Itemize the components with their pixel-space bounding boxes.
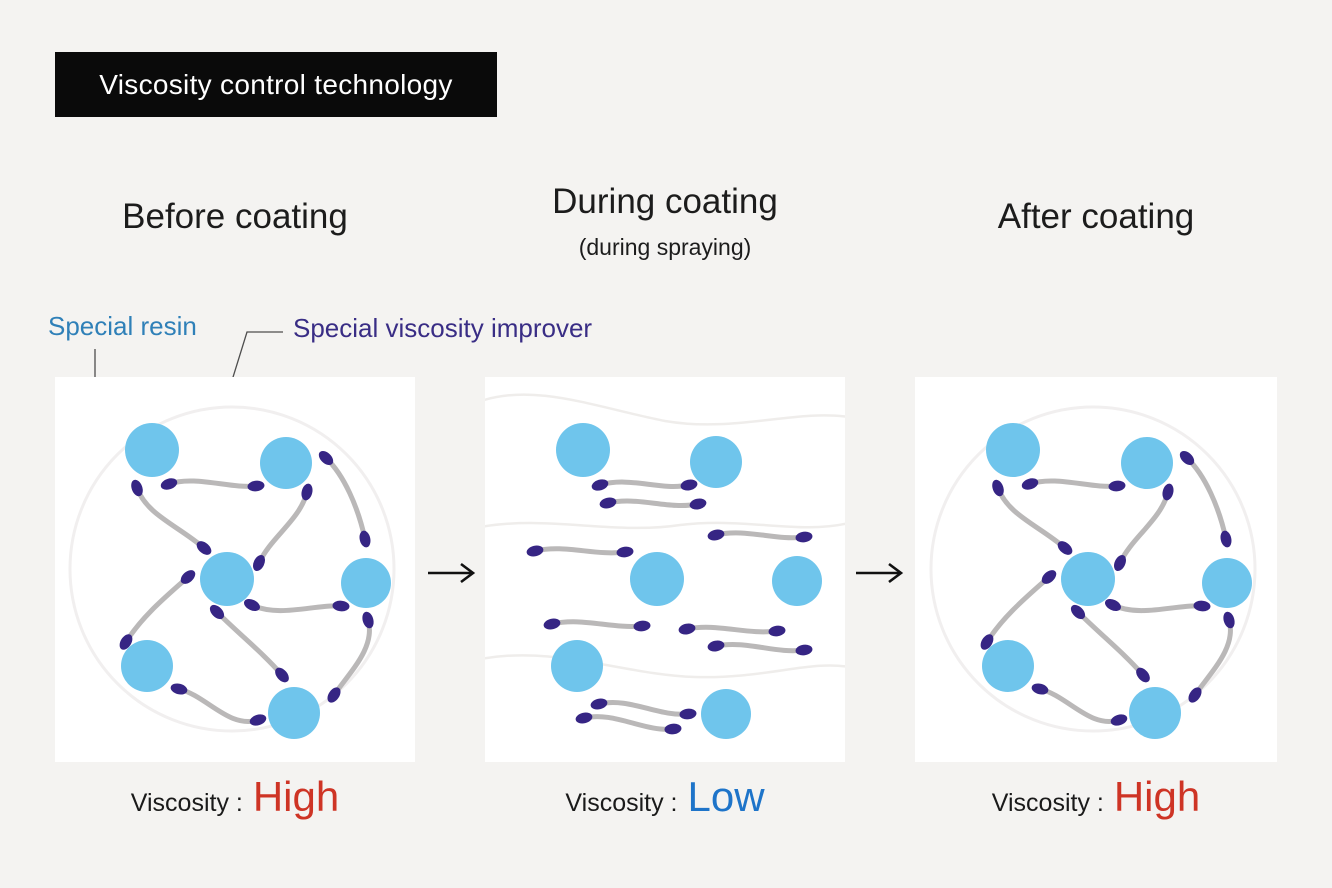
- heading-before-coating: Before coating: [122, 197, 348, 236]
- special-resin-label: Special resin: [48, 311, 197, 341]
- viscosity-value-high: High: [252, 773, 340, 820]
- viscosity-caption-before: Viscosity : High: [55, 773, 415, 821]
- right-arrow-icon: [854, 559, 908, 587]
- right-arrow-icon: [426, 559, 480, 587]
- molecule-flow-diagram: [485, 393, 845, 739]
- title-text: Viscosity control technology: [99, 68, 453, 100]
- viscosity-value-low: Low: [687, 773, 765, 820]
- subheading-during-spraying: (during spraying): [578, 234, 752, 260]
- special-viscosity-improver-label: Special viscosity improver: [293, 313, 593, 343]
- title-banner: Viscosity control technology: [55, 52, 497, 117]
- panel-during-coating: [485, 377, 845, 762]
- molecule-network-diagram: [68, 405, 396, 739]
- viscosity-label: Viscosity :: [565, 789, 678, 817]
- heading-during-coating: During coating: [552, 182, 778, 221]
- viscosity-caption-during: Viscosity : Low: [485, 773, 845, 821]
- heading-after-coating: After coating: [997, 197, 1195, 236]
- viscosity-caption-after: Viscosity : High: [915, 773, 1277, 821]
- viscosity-label: Viscosity :: [991, 789, 1104, 817]
- viscosity-value-high: High: [1113, 773, 1201, 820]
- panel-after-coating: [915, 377, 1277, 762]
- panel-before-coating: [55, 377, 415, 762]
- molecule-network-diagram: [929, 405, 1257, 739]
- viscosity-label: Viscosity :: [130, 789, 243, 817]
